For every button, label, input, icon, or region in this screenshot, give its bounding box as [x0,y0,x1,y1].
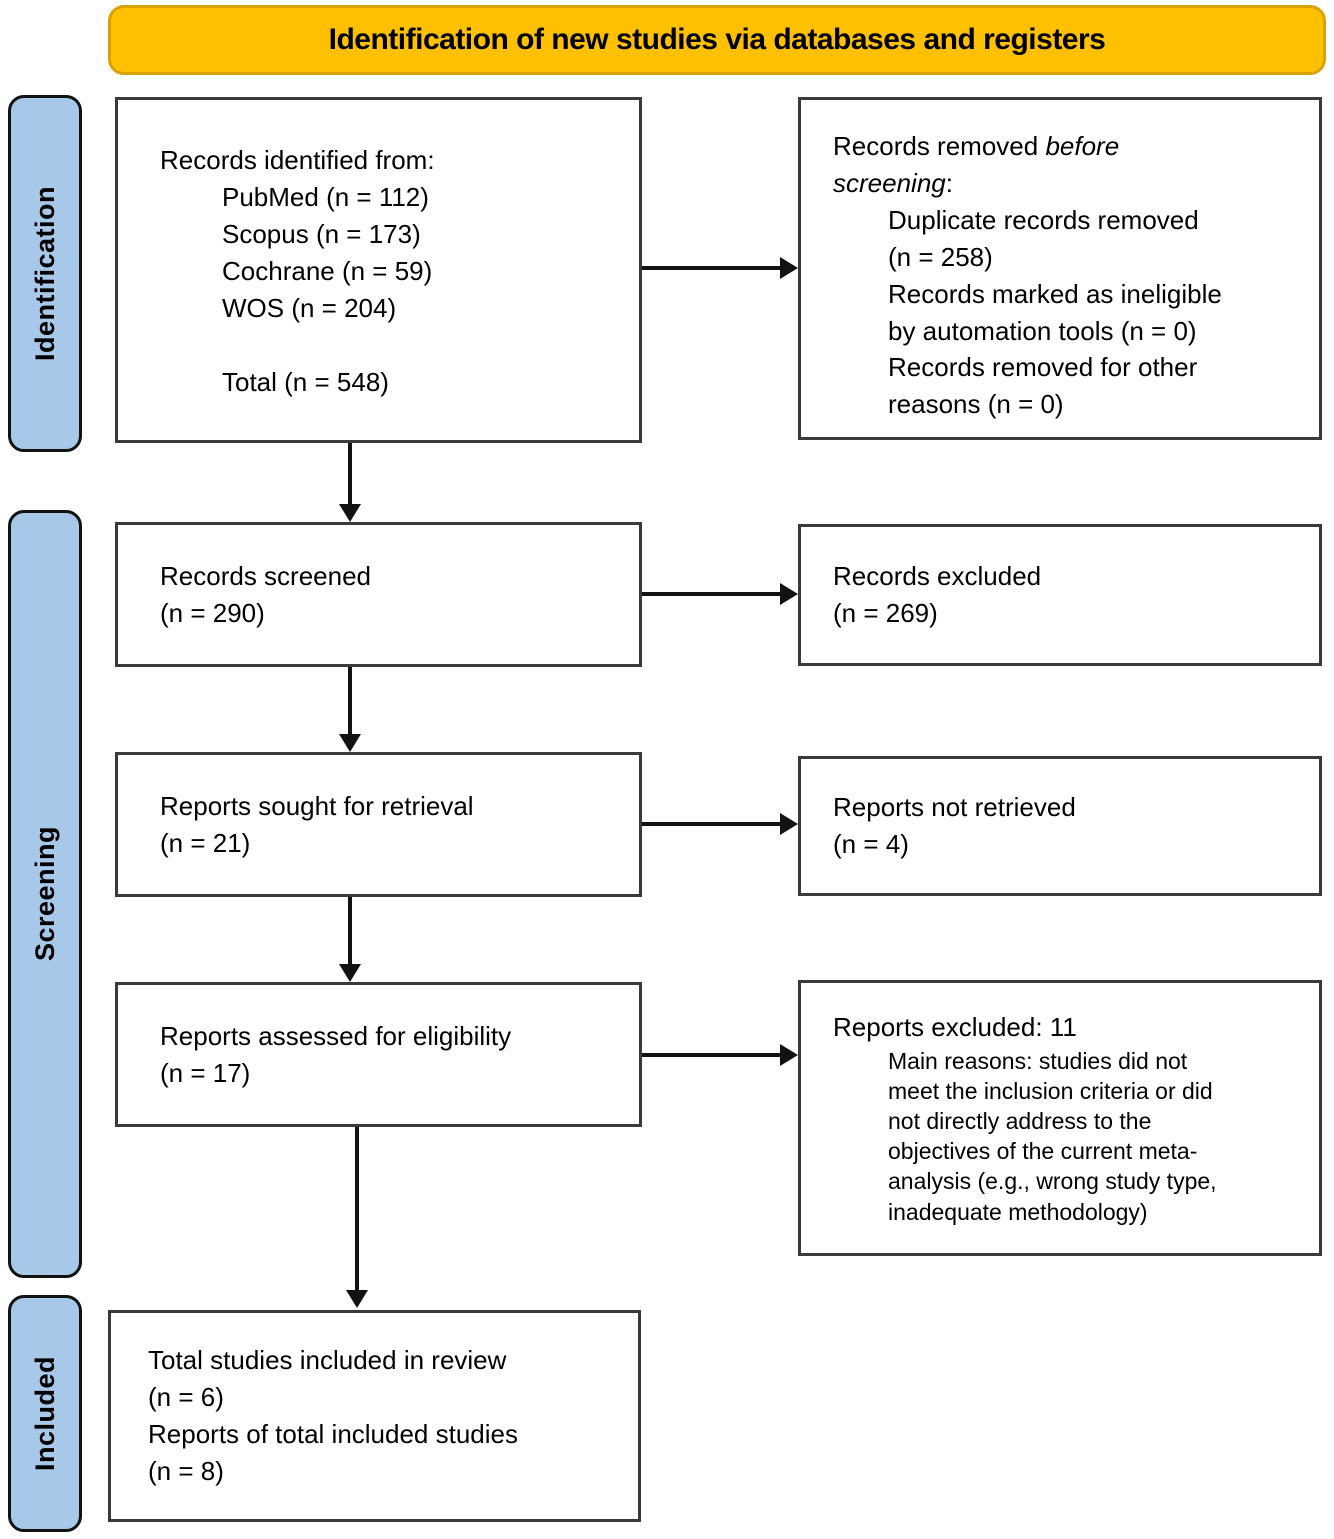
title-text: Identification of new studies via databa… [328,23,1106,56]
box-reports-not-retrieved: Reports not retrieved (n = 4) [798,756,1322,896]
records-screened-count: (n = 290) [160,597,265,628]
arrow-assessed-to-excluded-head [780,1044,798,1066]
reports-assessed-count: (n = 17) [160,1057,251,1088]
box-records-identified: Records identified from: PubMed (n = 112… [115,97,642,443]
reports-not-retrieved-label: Reports not retrieved [833,792,1076,823]
removed-other: Records removed for other reasons (n = 0… [888,352,1198,420]
arrow-sought-to-assessed-head [339,964,361,982]
arrow-screened-to-sought-line [348,667,352,734]
arrow-sought-to-assessed-line [348,897,352,964]
source-scopus: Scopus (n = 173) [222,218,421,249]
source-pubmed: PubMed (n = 112) [222,181,429,212]
reports-sought-count: (n = 21) [160,827,251,858]
phase-screening-text: Screening [29,826,60,962]
included-line3: Reports of total included studies [148,1419,518,1449]
records-screened-label: Records screened [160,560,371,591]
arrow-screened-to-excluded-line [642,592,782,596]
box-reports-sought: Reports sought for retrieval (n = 21) [115,752,642,897]
reports-sought-label: Reports sought for retrieval [160,790,474,821]
arrow-screened-to-sought-head [339,734,361,752]
reports-excluded-reasons: Main reasons: studies did not meet the i… [888,1047,1217,1225]
reports-not-retrieved-count: (n = 4) [833,829,909,859]
included-line4: (n = 8) [148,1455,224,1486]
arrow-identified-to-screened-line [348,443,352,504]
removed-automation: Records marked as ineligible by automati… [888,278,1222,346]
phase-label-identification: Identification [8,95,82,452]
phase-label-screening: Screening [8,510,82,1278]
records-identified-total: Total (n = 548) [222,366,389,397]
reports-excluded-heading: Reports excluded: 11 [833,1012,1077,1042]
box-records-screened: Records screened (n = 290) [115,522,642,667]
arrow-identified-to-removed-head [780,257,798,279]
box-reports-assessed: Reports assessed for eligibility (n = 17… [115,982,642,1127]
arrow-identified-to-removed-line [642,266,782,270]
title-banner: Identification of new studies via databa… [108,5,1326,75]
records-excluded-count: (n = 269) [833,598,938,628]
box-reports-excluded: Reports excluded: 11 Main reasons: studi… [798,980,1322,1256]
reports-assessed-label: Reports assessed for eligibility [160,1020,512,1051]
arrow-sought-to-notretrieved-line [642,822,782,826]
removed-duplicates: Duplicate records removed (n = 258) [888,204,1199,272]
records-excluded-label: Records excluded [833,561,1042,592]
box-total-included: Total studies included in review (n = 6)… [108,1310,641,1522]
records-removed-intro: Records removed before screening: [833,131,1120,198]
source-wos: WOS (n = 204) [222,292,397,323]
records-identified-intro: Records identified from: [160,145,435,175]
included-line2: (n = 6) [148,1382,224,1413]
arrow-sought-to-notretrieved-head [780,813,798,835]
phase-identification-text: Identification [29,186,60,361]
source-cochrane: Cochrane (n = 59) [222,255,433,286]
phase-included-text: Included [29,1355,60,1471]
included-line1: Total studies included in review [148,1345,507,1376]
arrow-assessed-to-included-head [346,1290,368,1308]
box-records-removed: Records removed before screening: Duplic… [798,97,1322,440]
arrow-screened-to-excluded-head [780,583,798,605]
phase-label-included: Included [8,1295,82,1532]
arrow-assessed-to-included-line [355,1127,359,1290]
arrow-identified-to-screened-head [339,504,361,522]
box-records-excluded: Records excluded (n = 269) [798,524,1322,666]
arrow-assessed-to-excluded-line [642,1053,782,1057]
